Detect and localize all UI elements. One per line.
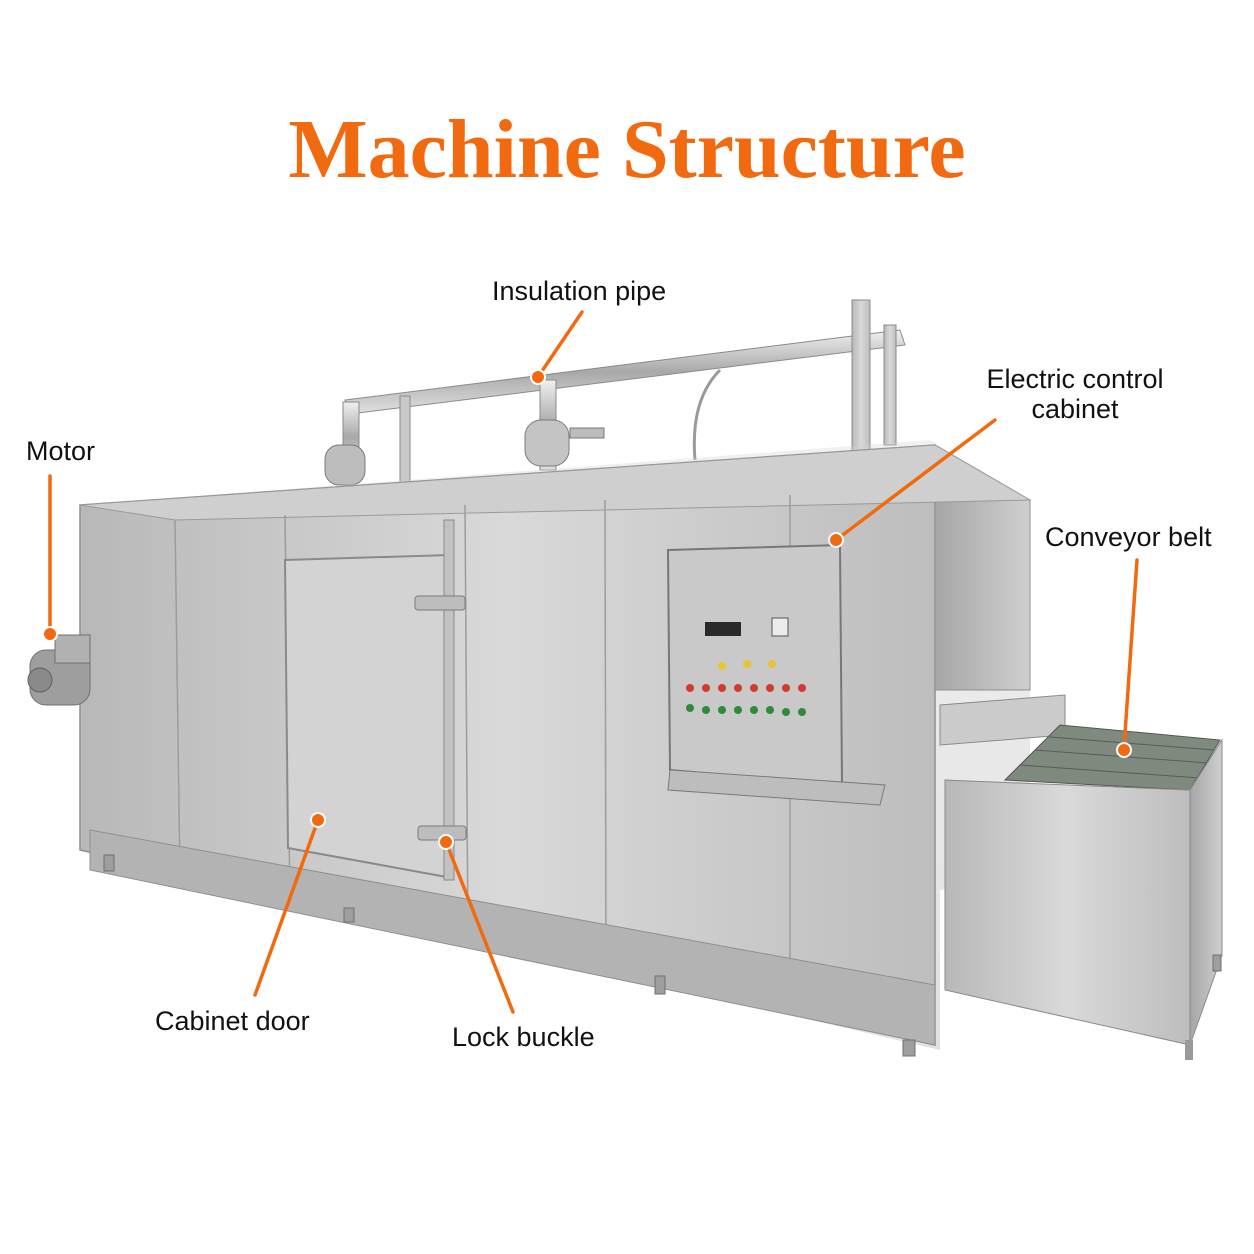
label-lock-buckle: Lock buckle	[452, 1022, 595, 1052]
dot-insulation-pipe	[530, 369, 546, 385]
label-insulation-pipe: Insulation pipe	[492, 276, 667, 306]
label-electric-control-cabinet: Electric control cabinet	[986, 364, 1164, 424]
label-motor: Motor	[26, 436, 96, 466]
leader-electric-control-cabinet	[834, 418, 997, 542]
dot-motor	[42, 626, 58, 642]
tunnel-cabinet	[79, 440, 1032, 1050]
label-conveyor-belt: Conveyor belt	[1045, 522, 1212, 552]
leader-conveyor-belt	[1122, 558, 1139, 750]
dot-conveyor-belt	[1116, 742, 1132, 758]
dot-electric-control-cabinet	[828, 532, 844, 548]
lock-buckle	[414, 595, 467, 841]
cabinet-door	[283, 519, 455, 881]
machine-feet	[103, 854, 1222, 1057]
leader-cabinet-door	[253, 818, 320, 997]
leader-lock-buckle	[444, 840, 515, 1014]
motor	[27, 634, 91, 706]
page-title: Machine Structure	[288, 103, 966, 196]
leader-insulation-pipe	[536, 310, 584, 379]
callout-dots	[42, 369, 1132, 850]
dot-lock-buckle	[438, 834, 454, 850]
dot-cabinet-door	[310, 812, 326, 828]
callout-leaders	[48, 310, 1139, 1014]
label-cabinet-door: Cabinet door	[155, 1006, 310, 1036]
electric-control-cabinet	[666, 543, 886, 806]
